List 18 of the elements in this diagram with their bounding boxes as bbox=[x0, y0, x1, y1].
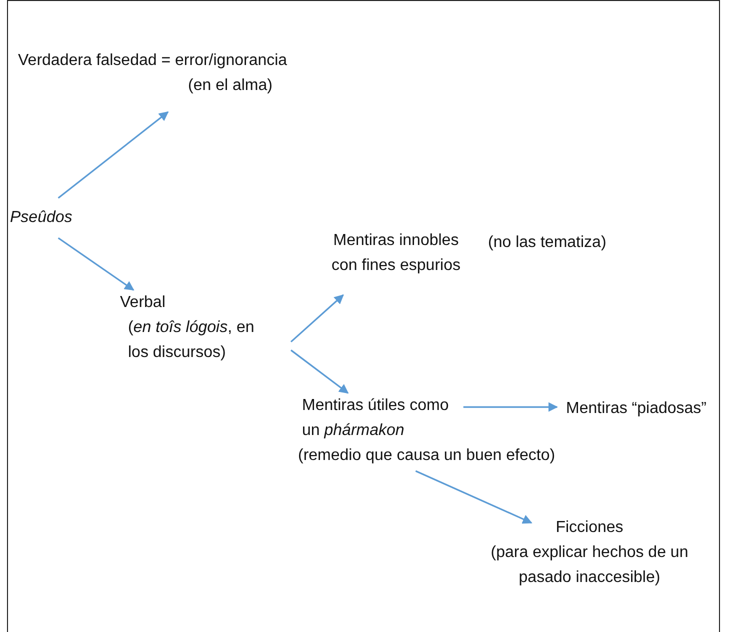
node-text: (para explicar hechos de un pasado inaccesible) bbox=[490, 543, 690, 588]
node-text: (remedio que causa un buen efecto) bbox=[298, 446, 556, 466]
side-note: (no las tematiza) bbox=[488, 233, 606, 253]
arrow bbox=[58, 237, 134, 291]
node-text: Verdadera falsedad = error/ignorancia bbox=[18, 51, 288, 71]
node-text: Mentiras “piadosas” bbox=[565, 399, 706, 419]
node-text: Pseûdos bbox=[10, 208, 72, 228]
arrow bbox=[58, 111, 169, 199]
arrow bbox=[463, 402, 558, 412]
arrow bbox=[415, 470, 532, 524]
node-text: (en toîs lógois, en los discursos) bbox=[127, 318, 256, 363]
node-text: (en el alma) bbox=[187, 76, 272, 96]
node-text: Mentiras útiles como un phármakon bbox=[301, 396, 450, 441]
node-text: Verbal bbox=[119, 293, 166, 313]
arrow bbox=[290, 350, 349, 394]
node-text: Ficciones bbox=[556, 518, 624, 538]
node-text: Mentiras innobles con fines espurios bbox=[330, 231, 462, 276]
arrow bbox=[290, 294, 344, 342]
